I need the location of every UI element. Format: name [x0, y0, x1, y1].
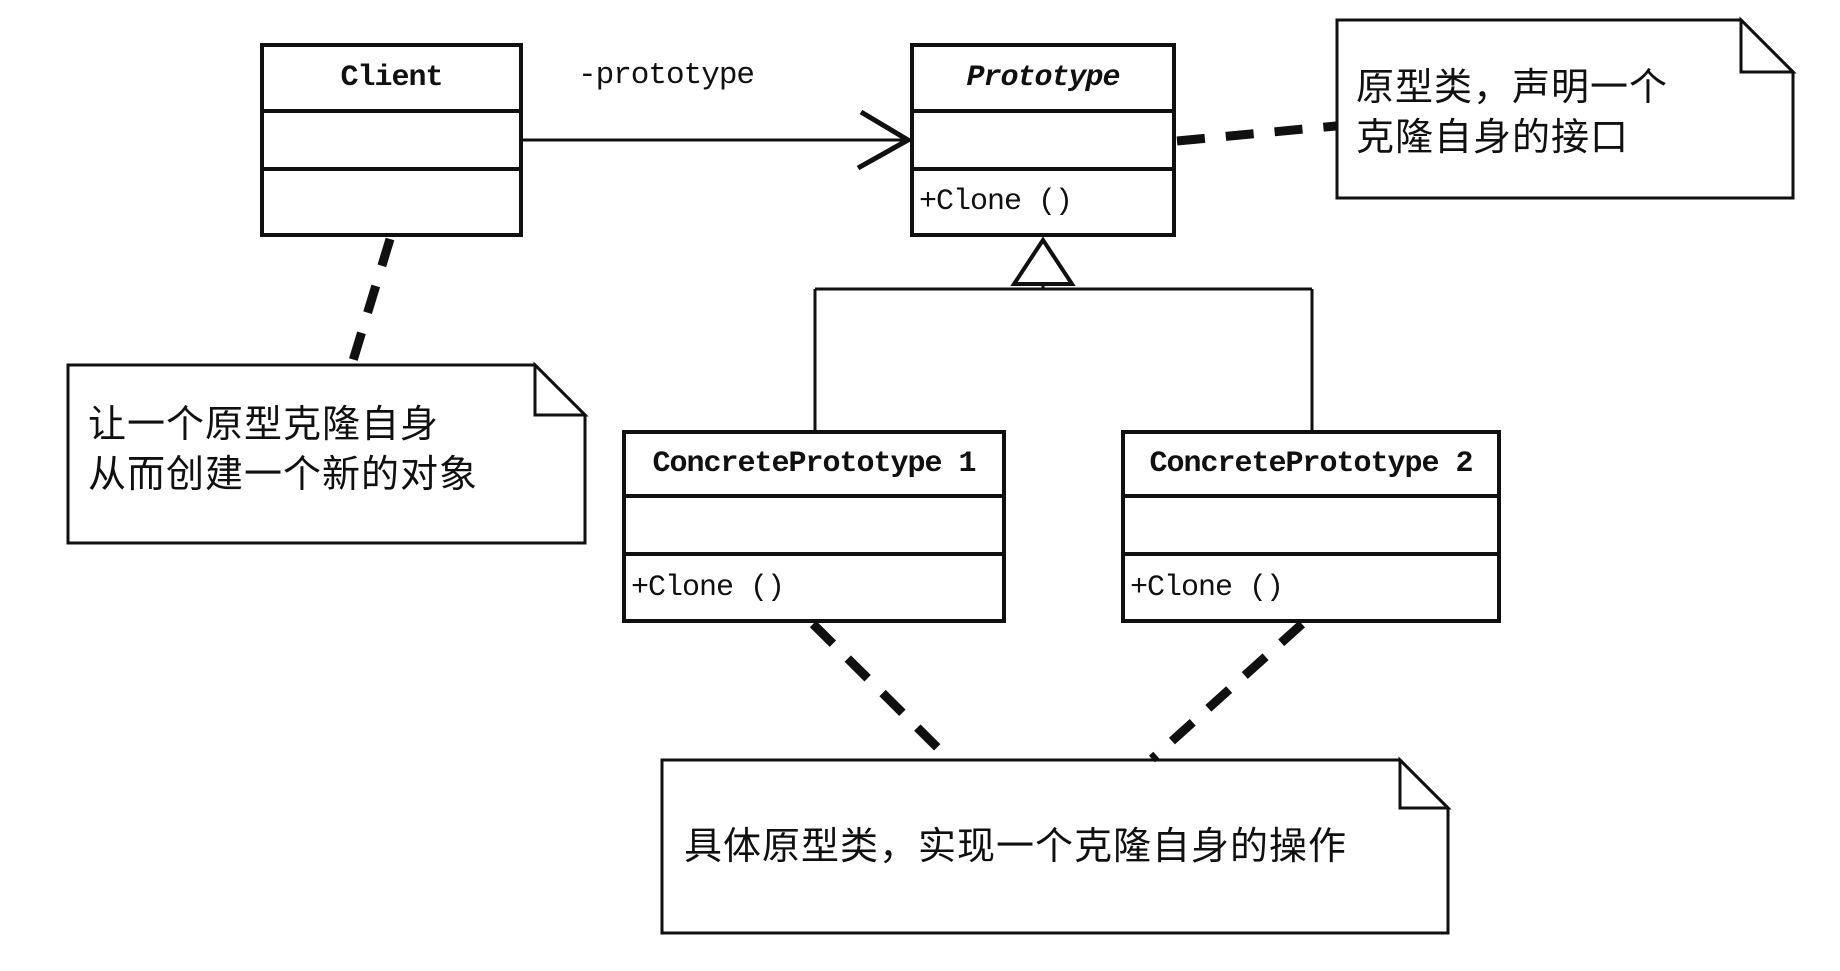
class-client-operations-compartment	[264, 171, 519, 233]
note-shape-concrete-note	[660, 756, 1452, 935]
class-concrete-prototype-1-attributes-compartment	[626, 498, 1002, 556]
note-anchor-client	[347, 237, 395, 366]
note-shape-client-note	[66, 361, 589, 545]
note-shape-prototype-note	[1335, 16, 1797, 200]
note-fold-corner-icon	[533, 361, 589, 417]
note-anchor-prototype	[1176, 121, 1337, 146]
class-prototype: Prototype +Clone ()	[910, 43, 1176, 237]
class-client-name: Client	[264, 47, 519, 113]
client-note-text: 让一个原型克隆自身 从而创建一个新的对象	[88, 400, 478, 500]
note-line: 原型类，声明一个	[1356, 67, 1669, 109]
class-concrete-prototype-2-operations-compartment: +Clone ()	[1125, 556, 1497, 619]
class-concrete-prototype-2-attributes-compartment	[1125, 498, 1497, 556]
note-body	[66, 363, 587, 545]
association-label-prototype: -prototype	[578, 58, 755, 93]
note-line: 克隆自身的接口	[1356, 117, 1630, 159]
note-anchor-concrete2	[1148, 620, 1306, 763]
class-concrete-prototype-2-name: ConcretePrototype 2	[1125, 434, 1497, 498]
class-concrete-prototype-2: ConcretePrototype 2 +Clone ()	[1121, 430, 1501, 623]
class-client-attributes-compartment	[264, 113, 519, 171]
class-prototype-name: Prototype	[914, 47, 1172, 113]
note-line: 让一个原型克隆自身	[88, 404, 440, 446]
operation-clone-label: +Clone ()	[919, 185, 1073, 219]
note-fold-corner-icon	[1739, 16, 1797, 74]
concrete-note-text: 具体原型类，实现一个克隆自身的操作	[684, 822, 1347, 872]
class-concrete-prototype-1-name: ConcretePrototype 1	[626, 434, 1002, 498]
note-body	[1335, 18, 1795, 200]
operation-clone-label: +Clone ()	[631, 570, 785, 605]
class-client: Client	[260, 43, 523, 237]
class-concrete-prototype-1-operations-compartment: +Clone ()	[626, 556, 1002, 619]
class-prototype-operations-compartment: +Clone ()	[914, 171, 1172, 233]
class-concrete-prototype-1: ConcretePrototype 1 +Clone ()	[622, 430, 1006, 623]
association-open-arrowhead-icon	[856, 109, 913, 171]
generalization-triangle-icon	[1010, 236, 1076, 286]
prototype-note-text: 原型类，声明一个 克隆自身的接口	[1356, 63, 1668, 163]
note-line: 具体原型类，实现一个克隆自身的操作	[684, 826, 1348, 868]
note-line: 从而创建一个新的对象	[88, 454, 479, 496]
note-fold-corner-icon	[1398, 756, 1452, 810]
note-anchor-concrete1	[809, 620, 953, 763]
class-prototype-attributes-compartment	[914, 113, 1172, 171]
operation-clone-label: +Clone ()	[1130, 570, 1284, 605]
note-body	[660, 758, 1450, 935]
